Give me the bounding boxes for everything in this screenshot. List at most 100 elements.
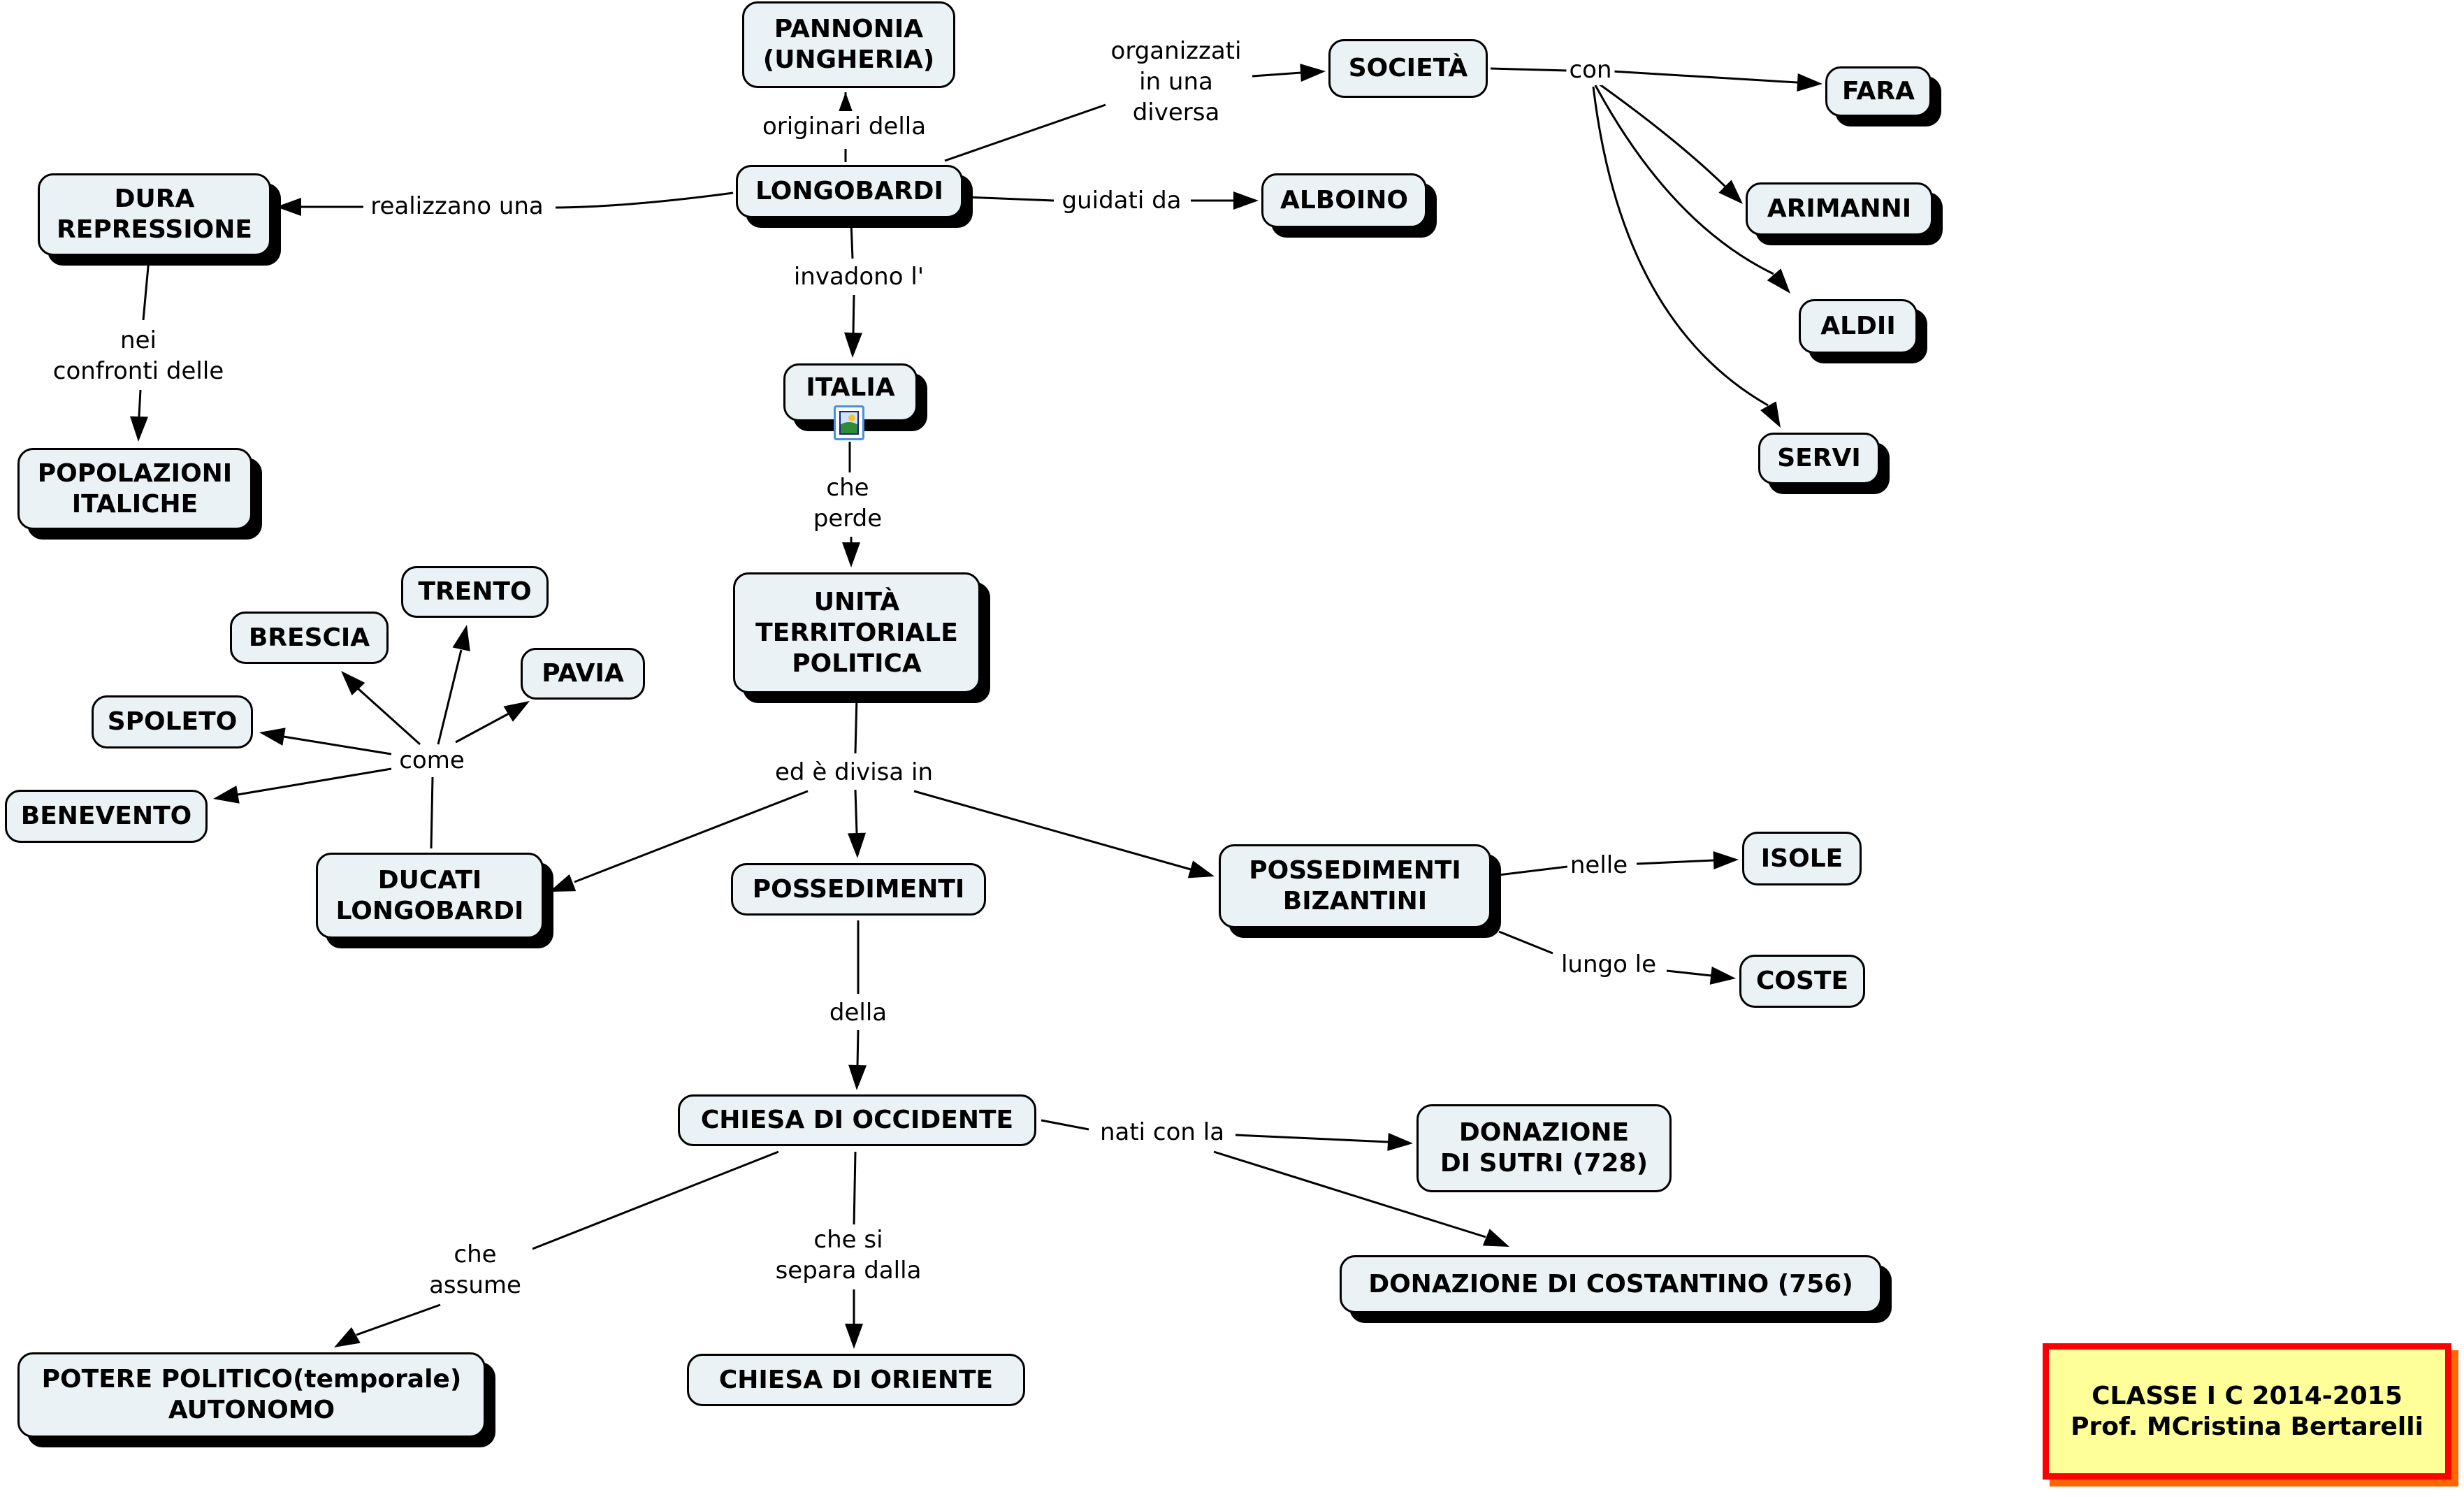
link-label-ed-e-divisa-in[interactable]: ed è divisa in [772,757,936,788]
link-label-invadono[interactable]: invadono l' [790,261,927,292]
edge-come-brescia [356,687,421,746]
arrowhead-icon [334,1327,361,1347]
concept-chiesa-di-oriente[interactable]: CHIESA DI ORIENTE [687,1354,1025,1406]
concept-benevento[interactable]: BENEVENTO [5,790,208,843]
concept-chiesa-di-occidente[interactable]: CHIESA DI OCCIDENTE [678,1094,1036,1146]
concept-potere-politico[interactable]: POTERE POLITICO(temporale) AUTONOMO [17,1352,486,1438]
link-label-che-perde[interactable]: che perde [810,472,885,534]
edge-longobardi-organizzati [944,103,1106,162]
concept-societa[interactable]: SOCIETÀ [1328,39,1488,98]
concept-possedimenti[interactable]: POSSEDIMENTI [731,863,986,916]
link-label-nati-con-la[interactable]: nati con la [1096,1117,1228,1148]
link-label-come[interactable]: come [396,745,468,776]
arrowhead-icon [1718,180,1743,204]
edge-bizantini-lungo [1498,930,1553,955]
concept-trento[interactable]: TRENTO [401,566,549,618]
arrowhead-icon [1233,191,1259,210]
edge-divisa-possedimenti [854,789,858,834]
link-label-con[interactable]: con [1566,55,1615,85]
edge-della-chiesa-occ [856,1029,860,1067]
link-label-lungo-le[interactable]: lungo le [1558,949,1660,980]
edge-chiesa-assume [532,1150,779,1250]
edge-societa-con [1490,67,1568,72]
edge-come-spoleto [283,735,392,755]
arrowhead-icon [259,728,286,746]
edge-bizantini-nelle [1498,865,1568,876]
arrowhead-icon [213,786,240,804]
edge-organizzati-societa [1252,71,1302,78]
credit-box: CLASSE I C 2014-2015 Prof. MCristina Ber… [2043,1343,2451,1480]
edge-come-pavia [455,711,511,744]
arrowhead-icon [1387,1132,1413,1151]
concept-brescia[interactable]: BRESCIA [230,612,389,664]
arrowhead-icon [503,701,530,722]
concept-unita-territoriale-politica[interactable]: UNITÀ TERRITORIALE POLITICA [733,572,980,693]
link-label-organizzati[interactable]: organizzati in una diversa [1108,36,1245,128]
arrowhead-icon [848,1064,867,1090]
link-label-originari-della[interactable]: originari della [759,111,929,142]
concept-donazione-di-costantino[interactable]: DONAZIONE DI COSTANTINO (756) [1340,1255,1882,1313]
concept-ducati-longobardi[interactable]: DUCATI LONGOBARDI [316,853,544,939]
hill-icon [841,422,857,433]
arrowhead-icon [1300,64,1326,82]
arrowhead-icon [1709,966,1736,985]
concept-dura-repressione[interactable]: DURA REPRESSIONE [38,173,271,256]
link-label-guidati-da[interactable]: guidati da [1059,185,1184,216]
concept-italia-label: ITALIA [806,373,895,402]
concept-possedimenti-bizantini[interactable]: POSSEDIMENTI BIZANTINI [1219,844,1491,928]
edge-come-benevento [237,767,392,796]
arrowhead-icon [842,542,860,567]
edge-con-arimanni [1598,82,1727,189]
edge-chiesa-separa [853,1151,857,1227]
link-label-che-assume[interactable]: che assume [426,1239,524,1301]
arrowhead-icon [844,332,862,358]
arrowhead-icon [341,671,365,695]
arrowhead-icon [848,832,866,858]
link-label-nelle[interactable]: nelle [1567,850,1631,881]
arrowhead-icon [1482,1229,1509,1247]
concept-isole[interactable]: ISOLE [1742,832,1862,885]
edge-dura-nei [142,259,150,321]
concept-spoleto[interactable]: SPOLETO [92,695,253,748]
arrowhead-icon [549,874,577,892]
arrowhead-icon [1797,73,1822,92]
edge-assume-potere [356,1303,441,1336]
concept-fara[interactable]: FARA [1825,66,1932,117]
edge-nei-popolazioni [138,389,142,417]
image-attachment-icon[interactable] [834,405,864,440]
arrowhead-icon [1187,860,1215,878]
edge-nati-costantino [1213,1150,1486,1238]
concept-alboino[interactable]: ALBOINO [1261,173,1427,228]
edge-ducati-come [430,776,434,849]
concept-pavia[interactable]: PAVIA [521,648,645,700]
edge-invadono-italia [852,294,855,333]
edge-longobardi-realizzano [555,191,734,209]
sun-icon [848,414,855,421]
edge-chiesa-nati [1041,1119,1089,1131]
concept-longobardi[interactable]: LONGOBARDI [736,165,963,218]
edge-lungo-coste [1666,969,1712,977]
edge-longobardi-invadono [850,222,854,259]
concept-aldii[interactable]: ALDII [1799,299,1918,354]
link-label-della[interactable]: della [826,997,890,1028]
concept-coste[interactable]: COSTE [1739,955,1865,1008]
concept-servi[interactable]: SERVI [1758,433,1880,484]
edge-con-servi [1592,86,1769,407]
arrowhead-icon [845,1324,863,1349]
concept-donazione-di-sutri[interactable]: DONAZIONE DI SUTRI (728) [1416,1104,1672,1192]
concept-pannonia[interactable]: PANNONIA (UNGHERIA) [742,1,955,88]
edge-con-fara [1611,70,1798,84]
concept-arimanni[interactable]: ARIMANNI [1746,182,1933,236]
edge-con-aldii [1594,85,1774,275]
edge-nelle-isole [1636,859,1715,865]
arrowhead-icon [1713,851,1739,870]
arrowhead-icon [1767,268,1790,294]
edge-unita-ed-e-divisa [854,695,858,754]
arrowhead-icon [452,625,470,651]
concept-popolazioni-italiche[interactable]: POPOLAZIONI ITALICHE [17,448,252,530]
link-label-realizzano-una[interactable]: realizzano una [368,191,546,222]
link-label-che-si-separa-dalla[interactable]: che si separa dalla [772,1224,925,1286]
link-label-nei-confronti-delle[interactable]: nei confronti delle [50,325,227,386]
image-icon [839,411,859,435]
edge-divisa-bizantini [913,790,1191,871]
